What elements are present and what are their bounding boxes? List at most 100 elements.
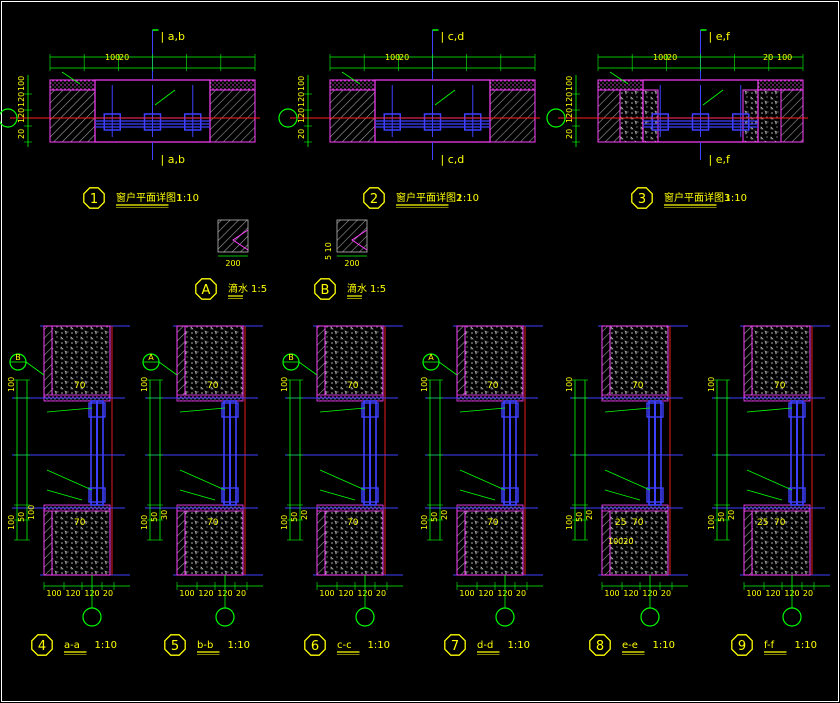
plan-plaster-right: [757, 79, 804, 91]
section-dim-left-mid: 50: [717, 512, 726, 522]
drip-side-dims: 5 10: [324, 242, 333, 260]
plan-dim-left-value: 20: [565, 129, 574, 139]
plan-dim-top-value: 100: [385, 53, 400, 62]
section-upper-plaster: [743, 325, 753, 399]
section-sill-profile: [221, 487, 239, 503]
section-dim-bottom-value: 20: [103, 589, 113, 598]
section-dim-bottom-value: 100: [319, 589, 334, 598]
plan-wall-right: [209, 89, 256, 143]
section-leader: [319, 407, 366, 413]
section-marker-letter: B: [15, 353, 21, 362]
section-leader: [604, 489, 641, 501]
section-dim-bottom-value: 120: [65, 589, 80, 598]
section-leader: [459, 489, 496, 501]
section-marker-leader: [438, 361, 458, 376]
section-title-6-number: 6: [311, 639, 319, 654]
section-dim-bottom-value: 100: [46, 589, 61, 598]
section-leader: [179, 469, 226, 491]
plan-dim-left-value: 120: [297, 92, 306, 107]
section-dim-bottom-value: 120: [198, 589, 213, 598]
section-dim-left-top: 100: [280, 377, 289, 392]
plan-dim-left-value: 120: [565, 92, 574, 107]
drip-title-A-number: A: [202, 283, 211, 298]
plan-leader: [61, 71, 81, 85]
section-marker-leader: [158, 361, 178, 376]
section-marker-leader: [298, 361, 318, 376]
section-lower-plaster: [316, 507, 326, 576]
section-sill-profile: [361, 487, 379, 503]
section-leader: [746, 469, 793, 491]
drip-dim-value: 200: [344, 259, 359, 268]
plan-axis-bubble: [546, 108, 566, 128]
section-dim-70-bottom: 70: [774, 518, 786, 528]
section-dim-left-top: 100: [7, 377, 16, 392]
section-head-profile: [361, 402, 379, 418]
section-dim-bottom-value: 100: [179, 589, 194, 598]
section-dim-70-bottom: 70: [632, 518, 644, 528]
section-leader: [46, 489, 83, 501]
section-title-5-title: b-b: [197, 640, 213, 651]
section-lower-plaster: [456, 507, 466, 576]
section-lower-plaster: [176, 507, 186, 576]
drip-title-B-title: 滴水: [347, 282, 367, 295]
plan-axis-bubble: [278, 108, 298, 128]
section-dim-left-small: 20: [300, 510, 309, 520]
section-upper-wall: [324, 325, 384, 399]
plan-dim-top-value: 20: [667, 53, 677, 62]
section-dim-left-top: 100: [707, 377, 716, 392]
section-title-6-number-badge: [304, 634, 326, 656]
section-leader: [46, 469, 93, 491]
section-title-7-number-badge: [444, 634, 466, 656]
section-dim-bottom-value: 120: [338, 589, 353, 598]
drip-title-A-number-badge: [195, 278, 217, 300]
section-lower-wall: [609, 507, 669, 576]
section-dim-left-mid: 50: [150, 512, 159, 522]
section-upper-wall: [51, 325, 111, 399]
section-dim-left-bottom: 100: [7, 515, 16, 530]
plan-title-1-scale: 1:10: [177, 193, 199, 204]
section-dim-70-bottom: 70: [347, 518, 359, 528]
section-title-9-scale: 1:10: [795, 640, 817, 651]
plan-dim-left-value: 120: [565, 108, 574, 123]
section-title-6-title: c-c: [337, 640, 352, 651]
plan-dim-left-value: 100: [297, 76, 306, 91]
section-leader: [319, 489, 356, 501]
section-title-8-number-badge: [589, 634, 611, 656]
section-dim-extra: 25: [615, 518, 626, 528]
section-dim-bottom-value: 100: [459, 589, 474, 598]
plan-plaster-left: [329, 79, 376, 91]
drip-dim-value: 200: [225, 259, 240, 268]
section-title-7-title: d-d: [477, 640, 493, 651]
section-title-9-number: 9: [738, 639, 746, 654]
section-dim-bottom-value: 20: [661, 589, 671, 598]
section-axis-bubble: [495, 607, 515, 627]
section-title-4-number-badge: [31, 634, 53, 656]
plan-dim-left-value: 120: [17, 108, 26, 123]
section-title-7-scale: 1:10: [508, 640, 530, 651]
plan-dim-left-value: 120: [17, 92, 26, 107]
drip-title-B-number-badge: [314, 278, 336, 300]
section-title-5-number: 5: [171, 639, 179, 654]
section-leader: [746, 489, 783, 501]
section-dim-extra: 25: [757, 518, 768, 528]
section-upper-plaster: [176, 325, 186, 399]
section-dim-left-top: 100: [420, 377, 429, 392]
plan-dim-left-value: 120: [297, 108, 306, 123]
section-head-profile: [646, 402, 664, 418]
plan-title-3-number: 3: [638, 192, 646, 207]
plan-leader: [154, 89, 176, 106]
plan-leader: [609, 71, 629, 85]
section-dim-70-top: 70: [632, 381, 644, 391]
section-upper-wall: [184, 325, 244, 399]
section-leader: [179, 489, 216, 501]
section-dim-bottom-value: 100: [604, 589, 619, 598]
section-dim-extra-2: 10020: [608, 537, 633, 546]
drip-title-B-scale: 1:5: [370, 284, 386, 295]
plan-leader: [341, 71, 361, 85]
section-upper-plaster: [316, 325, 326, 399]
